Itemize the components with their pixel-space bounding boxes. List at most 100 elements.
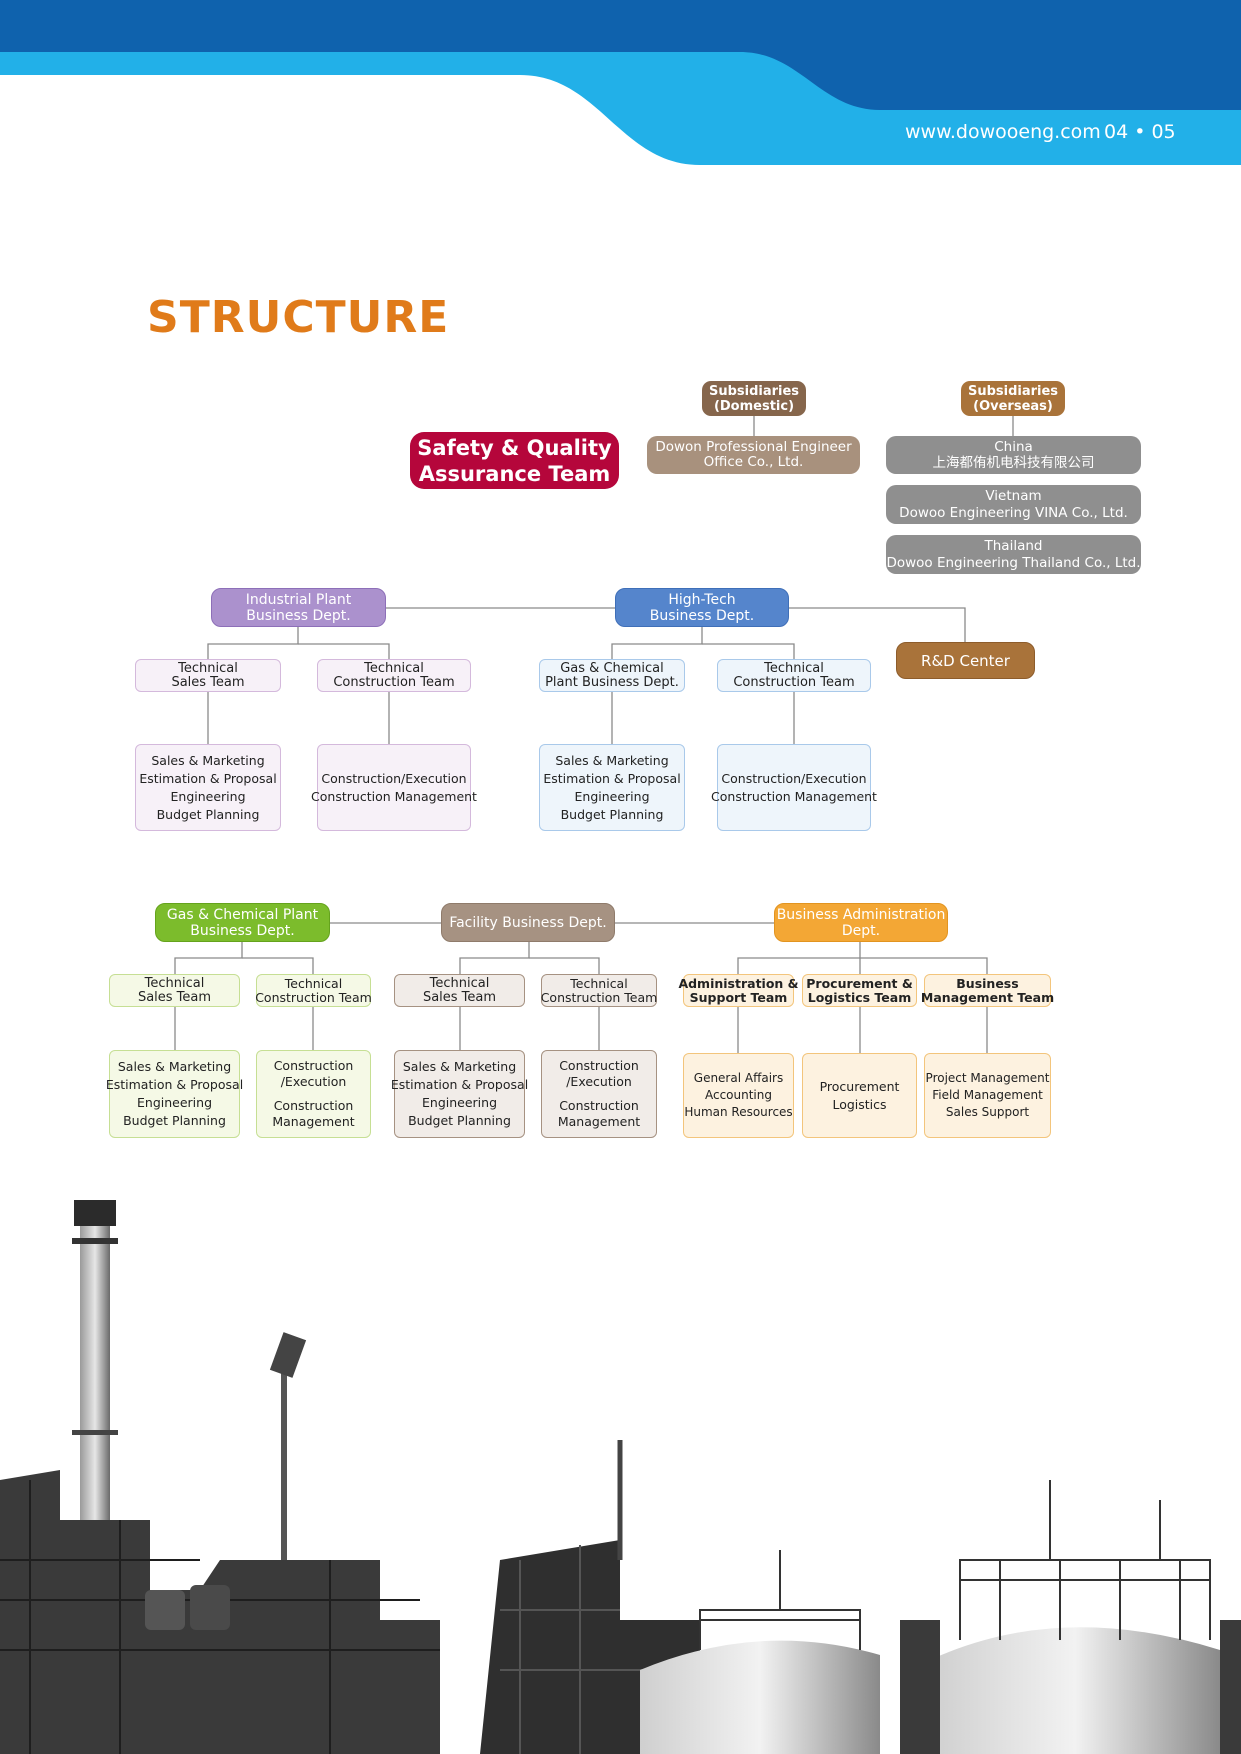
admin-support-team[interactable]: Administration & Support Team	[678, 974, 799, 1007]
safety-line-2: Assurance Team	[418, 461, 611, 486]
admin-func1-3: Human Resources	[684, 1105, 793, 1119]
industrial-dept-line-1: Industrial Plant	[245, 591, 352, 608]
gas-team1-line-2: Sales Team	[137, 989, 212, 1005]
facility-func1-2: Estimation & Proposal	[390, 1077, 529, 1092]
gas-func2-4: Management	[272, 1114, 355, 1129]
hightech-team1-line-1: Gas & Chemical	[560, 660, 664, 676]
gas-team1-line-1: Technical	[144, 975, 205, 991]
hightech-technical-construction-team[interactable]: Technical Construction Team	[717, 659, 871, 692]
hightech-func2-2: Construction Management	[711, 788, 877, 804]
gas-chemical-plant-dept[interactable]: Gas & Chemical Plant Business Dept.	[155, 903, 330, 942]
gas-dept-line-1: Gas & Chemical Plant	[166, 906, 319, 923]
hightech-gas-chemical-team[interactable]: Gas & Chemical Plant Business Dept.	[539, 659, 685, 692]
facility-func2-1: Construction	[559, 1058, 639, 1073]
hightech-func1-2: Estimation & Proposal	[543, 770, 681, 786]
facility-func1-1: Sales & Marketing	[402, 1059, 517, 1074]
domestic-label-2: (Domestic)	[713, 398, 795, 414]
industrial-func2-2: Construction Management	[311, 788, 477, 804]
gas-func1-1: Sales & Marketing	[117, 1059, 232, 1074]
procurement-functions: Procurement Logistics	[802, 1053, 917, 1138]
overseas-thailand-box[interactable]: Thailand Dowoo Engineering Thailand Co.,…	[886, 535, 1141, 574]
gas-technical-construction-team[interactable]: Technical Construction Team	[255, 974, 372, 1007]
hightech-func1-1: Sales & Marketing	[555, 752, 669, 768]
admin-team3-line-2: Management Team	[920, 989, 1055, 1005]
industrial-technical-sales-team[interactable]: Technical Sales Team	[135, 659, 281, 692]
industrial-technical-construction-team[interactable]: Technical Construction Team	[317, 659, 471, 692]
hightech-team1-line-2: Plant Business Dept.	[545, 674, 679, 690]
admin-func1-2: Accounting	[704, 1088, 772, 1102]
facility-func2-3: Construction	[559, 1098, 639, 1113]
domestic-company-line-2: Office Co., Ltd.	[703, 454, 804, 470]
gas-sales-functions: Sales & Marketing Estimation & Proposal …	[105, 1050, 244, 1138]
safety-quality-assurance-team[interactable]: Safety & Quality Assurance Team	[410, 432, 619, 489]
hightech-func2-1: Construction/Execution	[721, 770, 867, 786]
admin-team1-line-2: Support Team	[689, 989, 788, 1005]
facility-technical-construction-team[interactable]: Technical Construction Team	[541, 974, 657, 1007]
hightech-dept-line-2: Business Dept.	[649, 607, 755, 624]
industrial-func2-1: Construction/Execution	[321, 770, 467, 786]
facility-sales-functions: Sales & Marketing Estimation & Proposal …	[390, 1050, 529, 1138]
facility-team1-line-1: Technical	[429, 975, 490, 991]
gas-team2-line-2: Construction Team	[255, 989, 372, 1005]
domestic-company-box[interactable]: Dowon Professional Engineer Office Co., …	[647, 436, 860, 474]
admin-dept-line-1: Business Administration	[776, 906, 946, 923]
hightech-dept[interactable]: High-Tech Business Dept.	[615, 588, 789, 627]
industrial-func1-2: Estimation & Proposal	[139, 770, 277, 786]
facility-func1-4: Budget Planning	[408, 1113, 511, 1128]
facility-business-dept[interactable]: Facility Business Dept.	[441, 903, 615, 942]
gas-team2-line-1: Technical	[284, 975, 343, 991]
gas-construction-functions: Construction /Execution Construction Man…	[256, 1050, 371, 1138]
hightech-func1-3: Engineering	[574, 788, 650, 804]
industrial-team1-line-2: Sales Team	[171, 674, 245, 690]
hightech-team2-line-2: Construction Team	[733, 674, 855, 690]
gas-func1-4: Budget Planning	[123, 1113, 226, 1128]
admin-func2-2: Logistics	[832, 1096, 887, 1112]
industrial-team2-line-1: Technical	[364, 660, 424, 676]
procurement-logistics-team[interactable]: Procurement & Logistics Team	[802, 974, 917, 1007]
admin-dept-line-2: Dept.	[841, 922, 881, 939]
business-management-team[interactable]: Business Management Team	[920, 974, 1055, 1007]
industrial-func1-3: Engineering	[170, 788, 246, 804]
thailand-line-2: Dowoo Engineering Thailand Co., Ltd.	[886, 554, 1141, 571]
admin-team2-line-2: Logistics Team	[807, 989, 912, 1005]
facility-dept-label: Facility Business Dept.	[449, 914, 607, 931]
admin-func3-2: Field Management	[932, 1088, 1043, 1102]
website-url[interactable]: www.dowooeng.com	[905, 121, 1101, 143]
admin-team1-line-1: Administration &	[678, 975, 799, 991]
business-management-functions: Project Management Field Management Sale…	[924, 1053, 1051, 1138]
facility-func2-4: Management	[557, 1114, 641, 1129]
rd-center[interactable]: R&D Center	[896, 642, 1035, 679]
overseas-vietnam-box[interactable]: Vietnam Dowoo Engineering VINA Co., Ltd.	[886, 485, 1141, 524]
industrial-construction-functions: Construction/Execution Construction Mana…	[311, 744, 477, 831]
overseas-china-box[interactable]: China 上海都侑机电科技有限公司	[886, 436, 1141, 474]
industrial-plant-dept[interactable]: Industrial Plant Business Dept.	[211, 588, 386, 627]
facility-technical-sales-team[interactable]: Technical Sales Team	[394, 974, 525, 1007]
subsidiaries-domestic-label: Subsidiaries (Domestic)	[702, 381, 806, 416]
industrial-sales-functions: Sales & Marketing Estimation & Proposal …	[135, 744, 281, 831]
page-numbers: 04 • 05	[1104, 121, 1176, 143]
gas-func1-2: Estimation & Proposal	[105, 1077, 244, 1092]
china-line-2: 上海都侑机电科技有限公司	[932, 455, 1095, 471]
page-title: STRUCTURE	[147, 292, 450, 343]
industrial-plant-photo	[0, 1200, 1241, 1754]
business-administration-dept[interactable]: Business Administration Dept.	[774, 903, 948, 942]
vietnam-line-1: Vietnam	[985, 487, 1042, 504]
industrial-func1-4: Budget Planning	[156, 806, 260, 822]
facility-func2-2: /Execution	[566, 1074, 632, 1089]
industrial-dept-line-2: Business Dept.	[246, 607, 351, 624]
gas-func1-3: Engineering	[137, 1095, 212, 1110]
facility-construction-functions: Construction /Execution Construction Man…	[541, 1050, 657, 1138]
facility-team2-line-1: Technical	[570, 975, 628, 991]
hightech-construction-functions: Construction/Execution Construction Mana…	[711, 744, 877, 831]
admin-func2-1: Procurement	[819, 1078, 900, 1094]
gas-technical-sales-team[interactable]: Technical Sales Team	[109, 974, 240, 1007]
admin-team3-line-1: Business	[956, 975, 1019, 991]
industrial-team1-line-1: Technical	[178, 660, 238, 676]
facility-func1-3: Engineering	[422, 1095, 497, 1110]
header-banner	[0, 0, 1241, 165]
gas-func2-2: /Execution	[280, 1074, 347, 1089]
hightech-sales-functions: Sales & Marketing Estimation & Proposal …	[539, 744, 685, 831]
domestic-company-line-1: Dowon Professional Engineer	[655, 439, 852, 455]
admin-func1-1: General Affairs	[693, 1071, 784, 1085]
